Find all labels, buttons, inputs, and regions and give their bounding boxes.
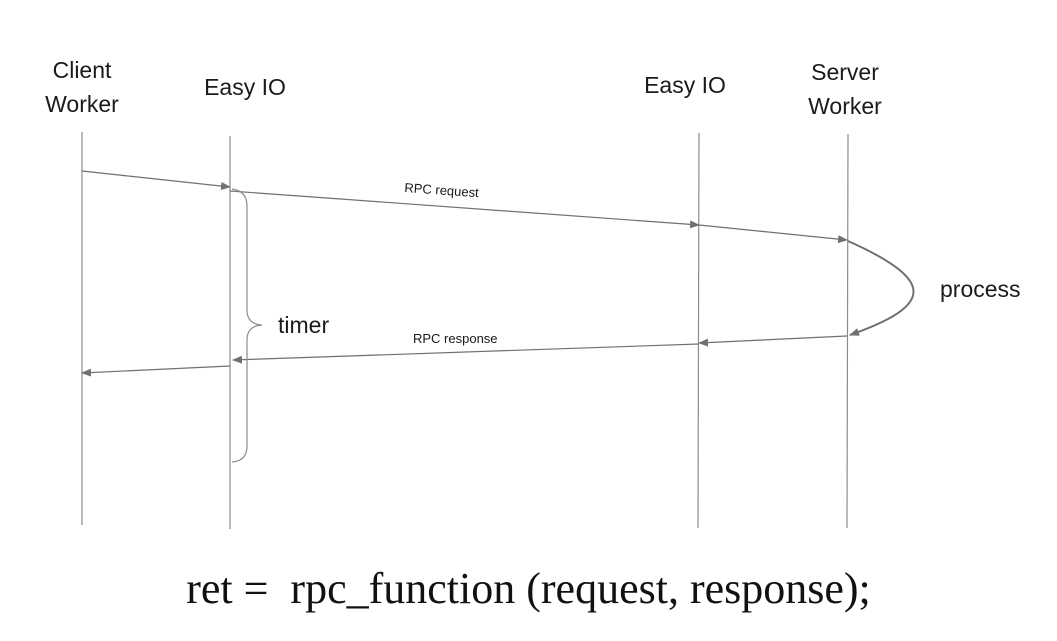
rpc-call-formula: ret = rpc_function (request, response);: [186, 564, 871, 613]
rpc-request-arrow: [229, 190, 700, 229]
server-worker-lifeline: [846, 133, 849, 529]
rpc-response-arrow: [232, 343, 700, 364]
server-worker-label: Server Worker: [785, 55, 905, 123]
process-label: process: [940, 276, 1021, 302]
process-arc: [847, 240, 915, 336]
server-worker-label-line1: Server: [811, 59, 879, 85]
easyio-to-server-arrow: [698, 224, 848, 244]
client-worker-label-line2: Worker: [45, 91, 119, 117]
easy-io-server-label: Easy IO: [644, 72, 726, 98]
timer-label: timer: [278, 312, 330, 338]
client-worker-label: Client Worker: [22, 53, 142, 121]
server-worker-label-line2: Worker: [808, 93, 882, 119]
easy-io-client-label: Easy IO: [204, 74, 286, 100]
client-to-easyio-arrow: [81, 170, 231, 191]
rpc-response-label: RPC response: [413, 331, 498, 346]
easy-io-server-lifeline: [697, 132, 700, 529]
timer-brace: [231, 188, 263, 463]
client-worker-label-line1: Client: [52, 57, 112, 83]
server-to-easyio-arrow: [698, 335, 848, 347]
easyio-to-client-arrow: [81, 365, 231, 377]
